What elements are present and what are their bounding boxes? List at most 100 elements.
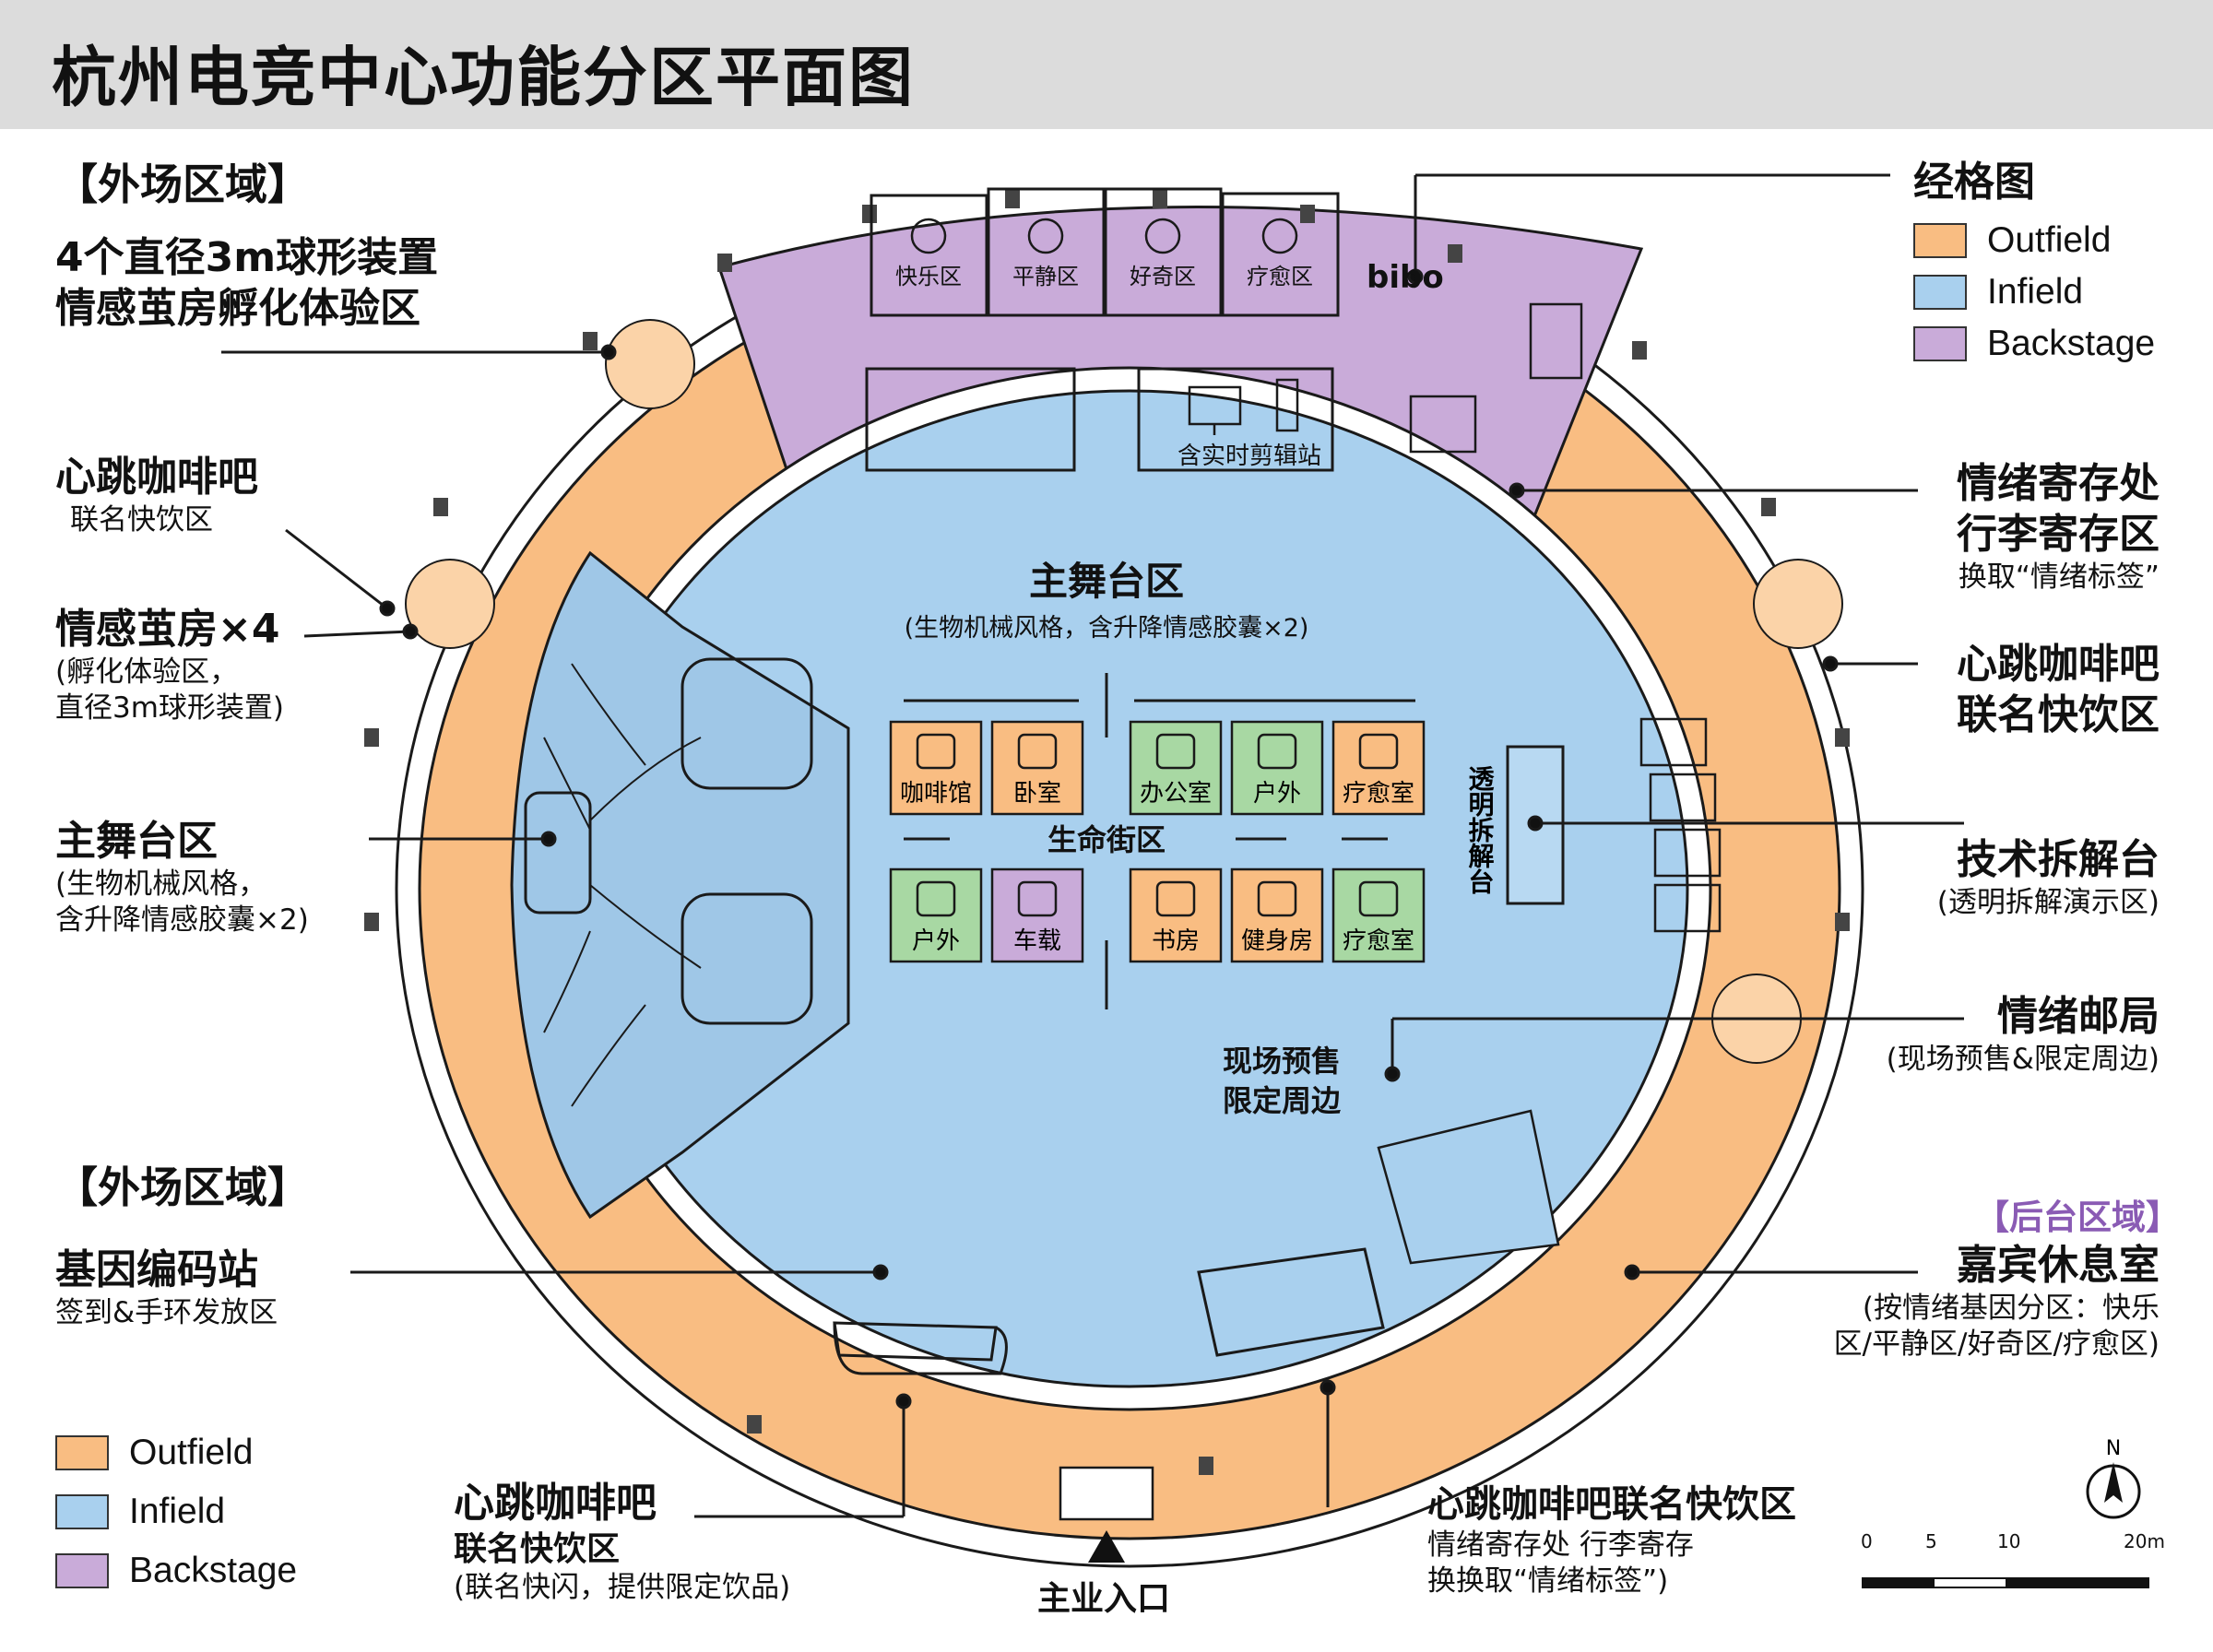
tile-label: 户外 (1253, 780, 1301, 808)
legend-title-text: 经格图 (1913, 159, 2035, 206)
storage-line2: 行李寄存区 (1957, 511, 2160, 558)
cafe-label-right: 心跳咖啡吧 联名快饮区 (1957, 639, 2160, 740)
legend-item-infield: Infield (55, 1486, 297, 1538)
tile-car: 车载 (990, 867, 1084, 963)
tile-tree: 户外 (889, 867, 983, 963)
tile-label: 办公室 (1140, 780, 1212, 808)
page-title: 杭州电竞中心功能分区平面图 (52, 40, 915, 115)
room-calm-label: 平静区 (1012, 264, 1079, 289)
right-sub2: 换换取“情绪标签”) (1427, 1564, 1669, 1598)
cafe-title: 心跳咖啡吧 (454, 1480, 657, 1527)
cocoon-spheres (405, 319, 1843, 1064)
title-bar: 杭州电竞中心功能分区平面图 (0, 0, 2213, 129)
outfield-header-bottom: 【外场区域】 (55, 1162, 310, 1215)
legend-bottom-left: Outfield Infield Backstage (55, 1427, 297, 1597)
scale-labels: 0 5 10 20m (1861, 1530, 2165, 1613)
room-face-icons (910, 218, 1298, 254)
scale-tick-label: 5 (1925, 1530, 1937, 1552)
scale-tick-label: 0 (1861, 1530, 1873, 1552)
cocoon-sphere (1753, 559, 1843, 649)
wall-pillars (364, 190, 1850, 1475)
lounge-sub2: 区/平静区/好奇区/疗愈区) (1833, 1327, 2160, 1361)
right-title: 心跳咖啡吧联名快饮区 (1427, 1483, 1796, 1526)
tile-label: 卧室 (1013, 780, 1061, 808)
legend-label: Backstage (129, 1551, 298, 1590)
legend-label: Outfield (1987, 220, 2112, 260)
room-happy-label: 快乐区 (895, 264, 962, 289)
cafe-label-left: 心跳咖啡吧 联名快饮区 (55, 452, 258, 538)
scale-tick-label: 20m (2124, 1530, 2165, 1552)
tile-bed: 卧室 (990, 720, 1084, 816)
sphere-label: 4个直径3m球形装置 情感茧房孵化体验区 (55, 232, 438, 334)
entrance-text: 主业入口 (1037, 1580, 1171, 1618)
stage-platform (510, 550, 850, 1220)
legend-item-outfield: Outfield (55, 1427, 297, 1479)
legend-label: Outfield (129, 1433, 254, 1472)
tile-label: 书房 (1152, 927, 1200, 955)
cocoon-sphere (405, 559, 495, 649)
tile-dumbbell: 健身房 (1230, 867, 1324, 963)
cocoon-sphere (605, 319, 695, 409)
cocoon-title: 情感茧房×4 (55, 606, 280, 653)
post-title: 情绪邮局 (1997, 993, 2160, 1040)
storage-sub: 换取“情绪标签” (1958, 560, 2160, 594)
backstage-area-tag: 【后台区域】 (1975, 1198, 2180, 1237)
coffee-icon (916, 733, 956, 770)
lounge-title: 嘉宾休息室 (1957, 1242, 2160, 1289)
scale-tick-label: 10 (1997, 1530, 2021, 1552)
teardown-sub: (透明拆解演示区) (1936, 886, 2160, 919)
stage-sub2: 含升降情感胶囊×2) (55, 903, 309, 937)
cafe-title: 心跳咖啡吧 (55, 454, 258, 501)
presale-line2-label: 限定周边 (1223, 1083, 1341, 1118)
street-arrows (904, 673, 1415, 1009)
legend-label: Infield (1987, 272, 2084, 312)
stage-label-left: 主舞台区 (生物机械风格， 含升降情感胶囊×2) (55, 816, 309, 938)
tile-coffee: 咖啡馆 (889, 720, 983, 816)
emotion-capsules (524, 657, 813, 1025)
book-icon (1155, 880, 1196, 917)
cafe-sub: 联名快饮区 (454, 1530, 621, 1568)
gene-sub: 签到&手环发放区 (55, 1296, 278, 1329)
entrance-arrow (1088, 1530, 1125, 1563)
storage-line1: 情绪寄存处 (1957, 460, 2160, 507)
legend-swatch (1913, 326, 1967, 361)
right-sub1: 情绪寄存处 行李寄存 (1427, 1528, 1694, 1562)
desk-icon (1155, 733, 1196, 770)
teardown-title: 技术拆解台 (1957, 836, 2160, 883)
legend-item-outfield: Outfield (1913, 215, 2155, 266)
cafe-label-bottom: 心跳咖啡吧 联名快饮区 (联名快闪，提供限定饮品) (454, 1478, 790, 1606)
outfield-header-text: 【外场区域】 (55, 159, 310, 209)
legend-swatch (55, 1553, 109, 1588)
life-street-tiles: 咖啡馆卧室办公室户外疗愈室户外车载书房健身房疗愈室 (889, 720, 1426, 963)
cafe-storage-label-bottom: 心跳咖啡吧联名快饮区 情绪寄存处 行李寄存 换换取“情绪标签”) (1427, 1481, 1796, 1599)
outdoor-icon (1257, 733, 1297, 770)
legend-swatch (1913, 223, 1967, 258)
legend-item-backstage: Backstage (1913, 318, 2155, 370)
tile-desk: 办公室 (1129, 720, 1223, 816)
presale-line1-label: 现场预售 (1223, 1044, 1341, 1079)
car-icon (1017, 880, 1058, 917)
stage-sub1: (生物机械风格， (55, 867, 267, 901)
tile-label: 咖啡馆 (900, 780, 972, 808)
tile-book: 书房 (1129, 867, 1223, 963)
tile-label: 户外 (912, 927, 960, 955)
street-label: 生命街区 (1047, 822, 1166, 857)
room-curious-label: 好奇区 (1130, 264, 1196, 289)
lounge-label: 嘉宾休息室 (按情绪基因分区：快乐 区/平静区/好奇区/疗愈区) (1834, 1240, 2160, 1363)
post-office-label: 情绪邮局 (现场预售&限定周边) (1887, 991, 2160, 1078)
cafe-sub: 联名快饮区 (70, 503, 213, 537)
tile-bowl: 疗愈室 (1331, 867, 1426, 963)
tree-icon (916, 880, 956, 917)
stage-title-label: 主舞台区 (1029, 559, 1184, 604)
tile-label: 疗愈室 (1343, 780, 1414, 808)
post-sub: (现场预售&限定周边) (1886, 1043, 2160, 1076)
gene-title: 基因编码站 (55, 1246, 258, 1293)
dumbbell-icon (1257, 880, 1297, 917)
main-entrance-doors (1059, 1466, 1154, 1521)
legend-item-infield: Infield (1913, 266, 2155, 318)
cafe-sub2: (联名快闪，提供限定饮品) (454, 1571, 791, 1604)
cocoon-label: 情感茧房×4 (孵化体验区， 直径3m球形装置) (55, 604, 284, 726)
teardown-vertical-label: 透明拆解台 (1465, 765, 1496, 894)
biomech-tendrils (543, 663, 702, 1107)
stage-title: 主舞台区 (55, 818, 218, 865)
